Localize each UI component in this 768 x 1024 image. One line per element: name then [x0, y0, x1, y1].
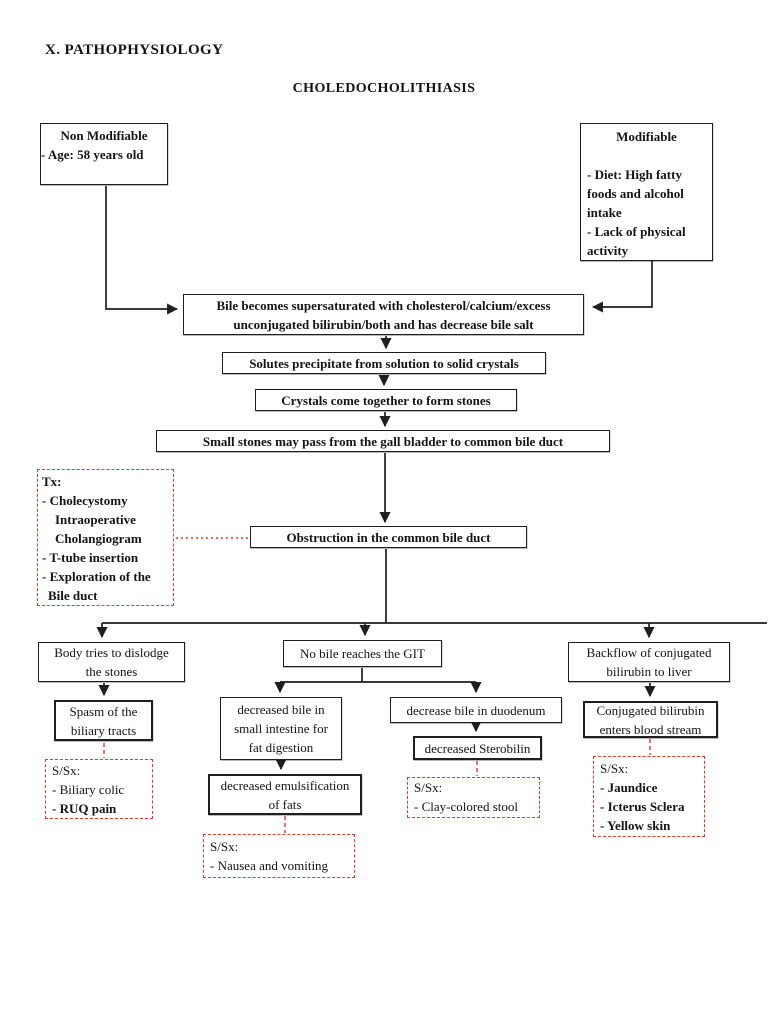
text-line: No bile reaches the GIT [300, 646, 425, 661]
text-line: enters blood stream [599, 721, 702, 737]
tx-box: Tx: - Cholecystomy Intraoperative Cholan… [37, 469, 174, 606]
text-line: decrease bile in duodenum [406, 702, 546, 718]
text-line: Spasm of the [69, 703, 138, 719]
spacer [587, 146, 706, 165]
text-line: Body tries to dislodge [54, 645, 169, 660]
text-line: Small stones may pass from the gall blad… [202, 433, 564, 449]
text-line: of fats [268, 796, 302, 812]
decreased-bile-intestine-box: decreased bile in small intestine for fa… [220, 697, 342, 760]
text-line: - Diet: High fatty [587, 167, 682, 182]
ssx-clay-stool-box: S/Sx: - Clay-colored stool [407, 777, 540, 818]
text-line: - Jaundice [600, 780, 658, 795]
diagram-title: CHOLEDOCHOLITHIASIS [292, 81, 476, 96]
text-line: S/Sx: [414, 780, 443, 795]
text-line: Bile duct [48, 588, 98, 603]
body-dislodge-box: Body tries to dislodge the stones [38, 642, 185, 682]
ssx-nausea-box: S/Sx: - Nausea and vomiting [203, 834, 355, 878]
text-line: bilirubin to liver [606, 664, 692, 679]
text-line: Intraoperative [55, 512, 136, 527]
text-line: decreased emulsification [220, 777, 350, 793]
text-line: unconjugated bilirubin/both and has decr… [233, 316, 534, 332]
crystals-box: Crystals come together to form stones [255, 389, 517, 411]
text-line: biliary tracts [70, 722, 137, 738]
section-heading: X. PATHOPHYSIOLOGY [45, 42, 224, 58]
text-line: - Nausea and vomiting [210, 858, 329, 873]
ssx-biliary-box: S/Sx: - Biliary colic - RUQ pain [45, 759, 153, 819]
text-line: the stones [85, 664, 138, 679]
solutes-box: Solutes precipitate from solution to sol… [222, 352, 546, 374]
text-line: Cholangiogram [55, 531, 142, 546]
text-line: Crystals come together to form stones [281, 392, 491, 408]
text-line: foods and alcohol [587, 186, 684, 201]
text-line: fat digestion [248, 740, 314, 755]
stones-pass-box: Small stones may pass from the gall blad… [156, 430, 610, 452]
black-arrow-lines [96, 186, 767, 771]
text-line: - Yellow skin [600, 818, 671, 833]
red-dotted-connectors [103, 537, 651, 833]
text-line: Conjugated bilirubin [596, 702, 705, 718]
text-line: Obstruction in the common bile duct [286, 529, 491, 545]
obstruction-box: Obstruction in the common bile duct [250, 526, 527, 548]
text-line: small intestine for [234, 721, 328, 736]
text-line: decreased Sterobilin [424, 740, 531, 756]
text-line: Non Modifiable [60, 128, 148, 143]
non-modifiable-box: Non Modifiable - Age: 58 years old [40, 123, 168, 185]
modifiable-box: Modifiable - Diet: High fatty foods and … [580, 123, 713, 261]
text-line: Tx: [42, 474, 62, 489]
ssx-jaundice-box: S/Sx: - Jaundice - Icterus Sclera - Yell… [593, 756, 705, 837]
backflow-box: Backflow of conjugated bilirubin to live… [568, 642, 730, 682]
text-line: - Exploration of the [42, 569, 151, 584]
text-line: activity [587, 243, 629, 258]
text-line: S/Sx: [210, 839, 239, 854]
text-line: intake [587, 205, 622, 220]
no-bile-git-box: No bile reaches the GIT [283, 640, 442, 667]
text-line: Bile becomes supersaturated with cholest… [216, 297, 551, 313]
text-line: - Age: 58 years old [41, 147, 144, 162]
conjugated-bilirubin-box: Conjugated bilirubin enters blood stream [583, 701, 718, 738]
text-line: - Lack of physical [587, 224, 686, 239]
text-line: decreased bile in [237, 702, 325, 717]
decrease-bile-duodenum-box: decrease bile in duodenum [390, 697, 562, 723]
text-line: S/Sx: [600, 761, 629, 776]
decreased-sterobilin-box: decreased Sterobilin [413, 736, 542, 760]
supersaturation-box: Bile becomes supersaturated with cholest… [183, 294, 584, 335]
text-line: S/Sx: [52, 763, 81, 778]
text-line: - Clay-colored stool [414, 799, 518, 814]
text-line: - Cholecystomy [42, 493, 128, 508]
text-line: Modifiable [616, 129, 677, 144]
decreased-emulsification-box: decreased emulsification of fats [208, 774, 362, 815]
text-line: - Biliary colic [52, 782, 125, 797]
text-line: Solutes precipitate from solution to sol… [249, 355, 519, 371]
text-line: Backflow of conjugated [586, 645, 712, 660]
text-line: - T-tube insertion [42, 550, 139, 565]
spasm-box: Spasm of the biliary tracts [54, 700, 153, 741]
text-line: - Icterus Sclera [600, 799, 685, 814]
text-line: - RUQ pain [52, 801, 117, 816]
